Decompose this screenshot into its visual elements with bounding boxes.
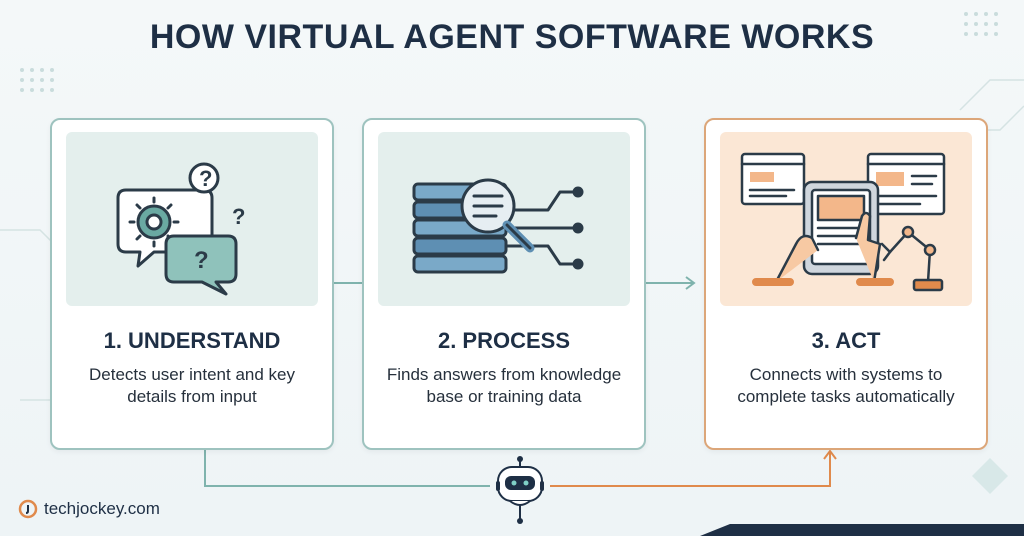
brand-logo[interactable]: techjockey.com xyxy=(18,499,160,519)
step-card-act: 3. ACT Connects with systems to complete… xyxy=(704,118,988,450)
step-title: 2. PROCESS xyxy=(437,328,571,353)
step-title: 3. ACT xyxy=(811,328,881,353)
svg-text:?: ? xyxy=(194,247,209,274)
bottom-right-band xyxy=(700,524,1024,536)
illustration-understand: ? ? ? xyxy=(66,132,318,306)
step-card-understand: ? ? ? 1. UNDERSTAND Detects user intent … xyxy=(50,118,334,450)
deco-diamond xyxy=(972,458,1008,494)
brand-name: techjockey.com xyxy=(44,499,160,518)
techjockey-logo-icon xyxy=(18,499,38,519)
step-description: Connects with systems to complete tasks … xyxy=(737,365,955,406)
illustration-act xyxy=(720,132,972,306)
tablet-robot-arm-icon xyxy=(740,152,946,292)
illustration-process xyxy=(378,132,630,306)
svg-text:?: ? xyxy=(199,166,212,191)
step-card-process: 2. PROCESS Finds answers from knowledge … xyxy=(362,118,646,450)
chat-gear-question-icon: ? ? ? xyxy=(116,162,245,296)
database-magnifier-icon xyxy=(412,178,584,274)
decorative-dots-left xyxy=(20,68,54,92)
decorative-dots-right xyxy=(964,12,998,36)
step-title: 1. UNDERSTAND xyxy=(103,328,281,353)
page-title: HOW VIRTUAL AGENT SOFTWARE WORKS xyxy=(149,18,875,56)
step-description: Detects user intent and key details from… xyxy=(88,365,295,406)
bottom-loop-left xyxy=(204,446,490,487)
bottom-loop-right xyxy=(550,452,831,487)
svg-text:?: ? xyxy=(232,204,245,229)
step-description: Finds answers from knowledge base or tra… xyxy=(386,365,622,406)
robot-icon xyxy=(496,456,544,524)
